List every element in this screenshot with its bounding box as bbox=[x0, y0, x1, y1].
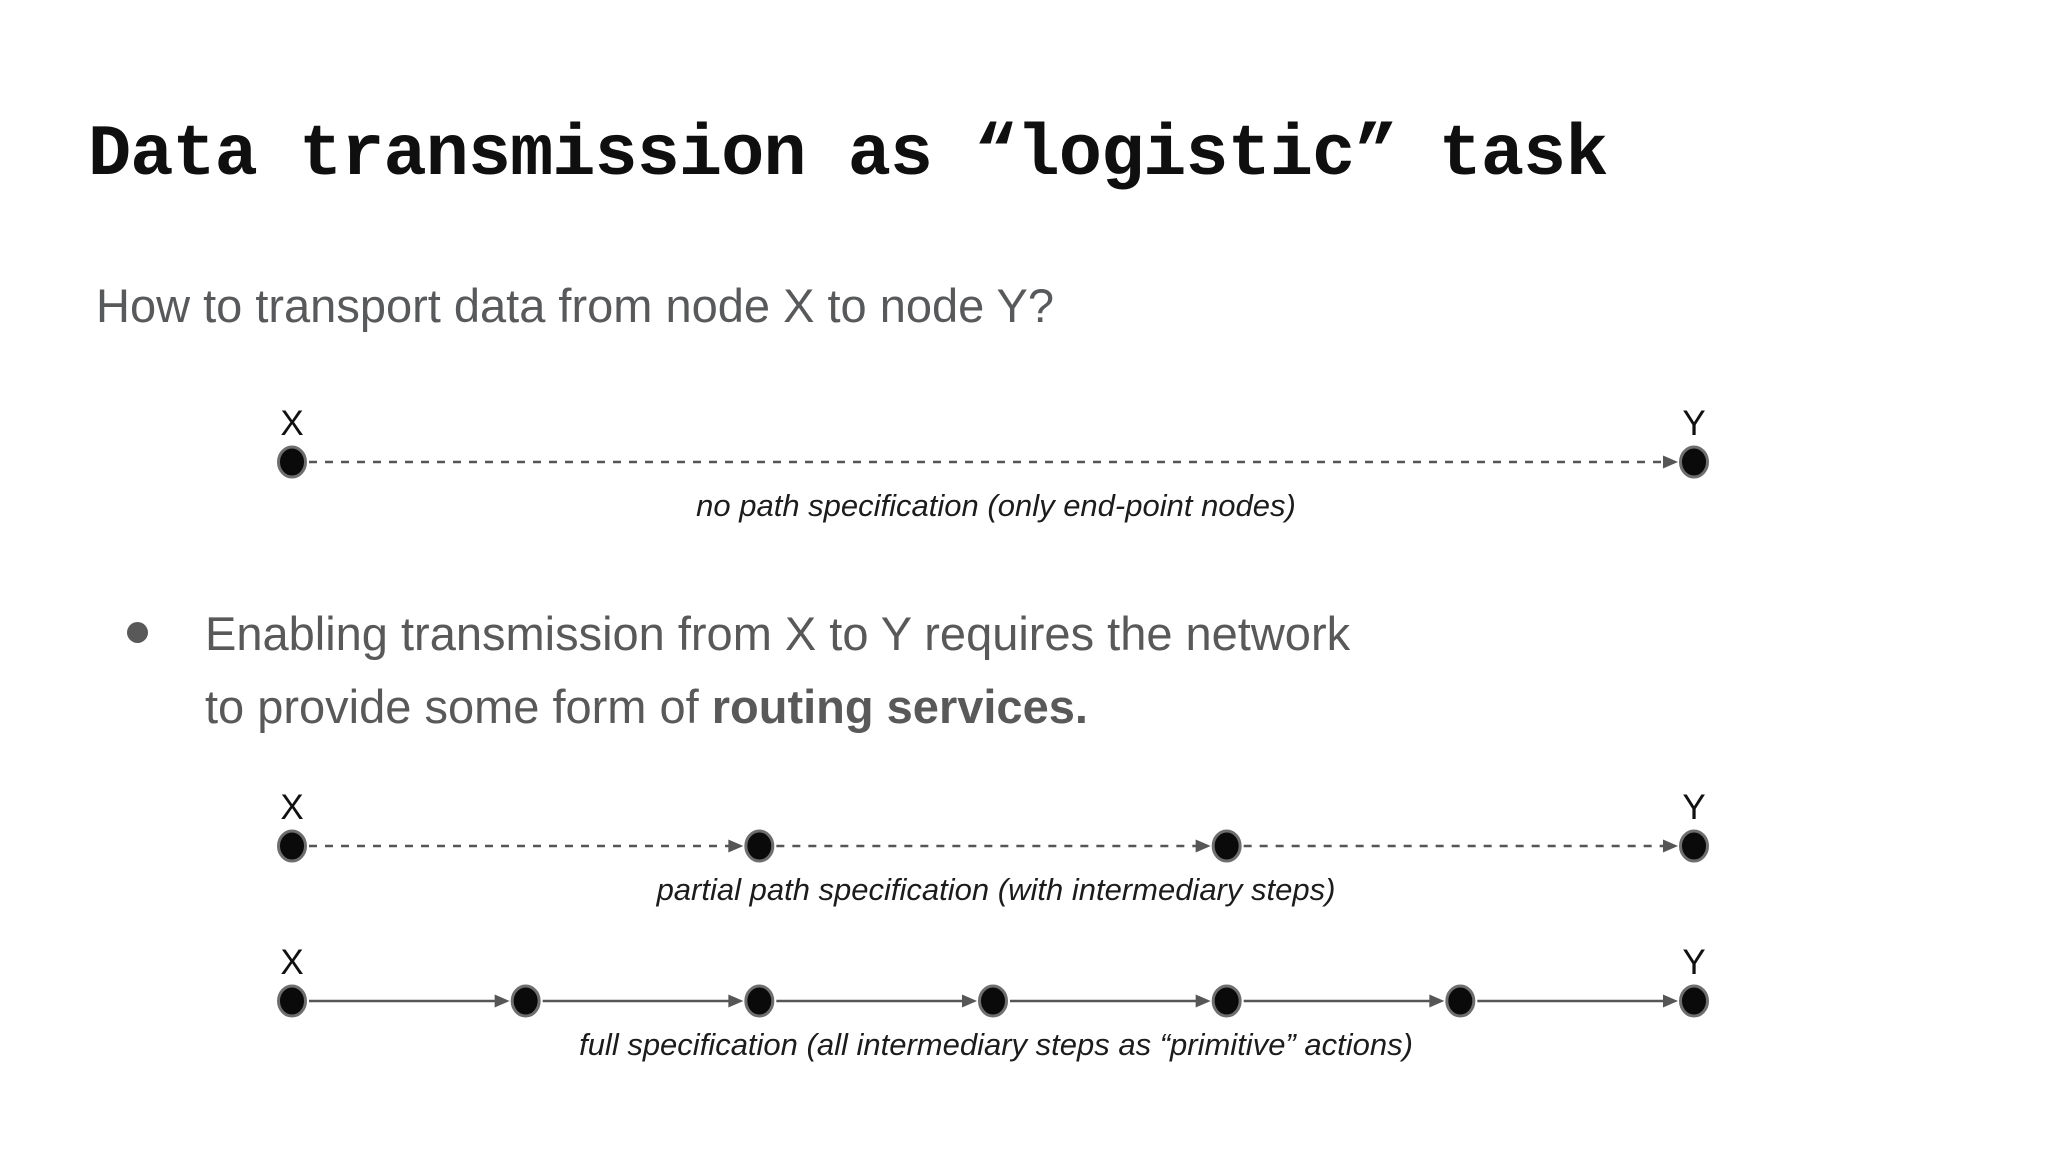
node-x-label: X bbox=[280, 943, 304, 982]
node-y-label: Y bbox=[1682, 404, 1706, 443]
bullet-text-line-1: Enabling transmission from X to Y requir… bbox=[205, 607, 1351, 660]
slide-title: Data transmission as “logistic” task bbox=[88, 114, 1608, 196]
node-x-label: X bbox=[280, 788, 304, 827]
diagram-caption: partial path specification (with interme… bbox=[656, 872, 1336, 907]
path-graphic-no-path bbox=[277, 445, 1709, 479]
node-y-label: Y bbox=[1682, 943, 1706, 982]
diagram-full-path: X Y full specification (all intermediary… bbox=[266, 945, 1726, 1065]
bullet-text: Enabling transmission from X to Y requir… bbox=[205, 597, 1350, 743]
diagram-caption: no path specification (only end-point no… bbox=[696, 488, 1296, 523]
slide-subtitle: How to transport data from node X to nod… bbox=[96, 279, 1054, 332]
path-graphic-partial-path bbox=[277, 829, 1709, 863]
bullet-bold-phrase: routing services. bbox=[711, 680, 1088, 733]
node-x-label: X bbox=[280, 404, 304, 443]
diagram-caption: full specification (all intermediary ste… bbox=[579, 1027, 1413, 1062]
bullet-marker-icon bbox=[127, 622, 148, 643]
node-y-label: Y bbox=[1682, 788, 1706, 827]
bullet-text-line-2: to provide some form of routing services… bbox=[205, 680, 1088, 733]
bullet-item: Enabling transmission from X to Y requir… bbox=[120, 600, 1620, 760]
diagram-partial-path: X Y partial path specification (with int… bbox=[266, 790, 1726, 910]
path-graphic-full-path bbox=[277, 984, 1709, 1018]
diagram-no-path: X Y no path specification (only end-poin… bbox=[266, 406, 1726, 526]
